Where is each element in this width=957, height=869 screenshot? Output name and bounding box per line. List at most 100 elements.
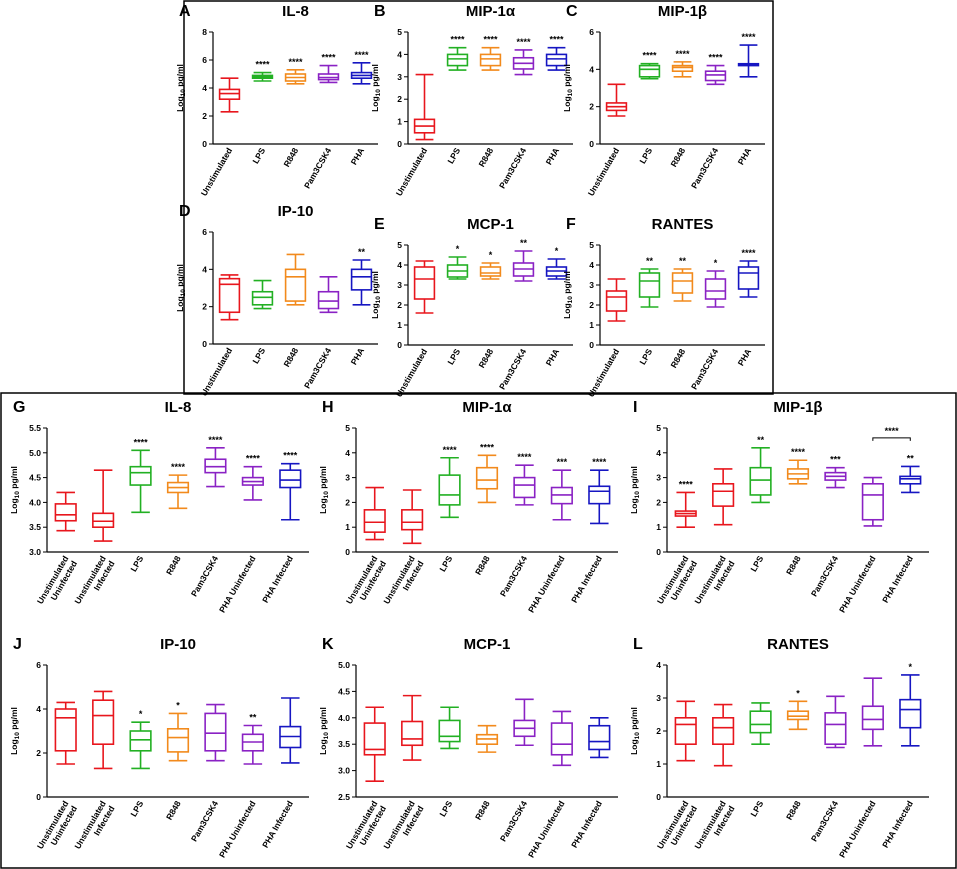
- y-tick-label: 3: [397, 72, 402, 82]
- box-iqr: [479, 266, 502, 277]
- box-r848: [479, 262, 502, 280]
- box-pam3csk4: [704, 270, 727, 308]
- x-tick-label: UnstimulatedInfected: [692, 554, 736, 611]
- x-tick-label: PHA Infected: [260, 554, 295, 605]
- significance-label: ****: [741, 32, 756, 42]
- y-tick-label: 3: [656, 693, 661, 703]
- x-tick-label: PHA Uninfected: [837, 799, 878, 859]
- box-pam3csk4: [204, 447, 227, 488]
- y-axis-label: Log10 pg/ml: [562, 64, 574, 112]
- significance-label: ****: [480, 442, 495, 452]
- box-pha: [350, 61, 373, 85]
- significance-label: ****: [517, 452, 532, 462]
- x-tick-label: PHA: [736, 347, 754, 368]
- x-tick-label: PHA: [736, 146, 754, 167]
- significance-label: ****: [741, 248, 756, 258]
- panel-letter: K: [322, 636, 334, 653]
- panel-title: MIP-1α: [462, 399, 512, 416]
- box-pha: [737, 260, 760, 298]
- box-unstimulated-infected: [92, 690, 115, 770]
- box-iqr: [749, 710, 772, 734]
- x-tick-label: R848: [473, 554, 492, 577]
- y-tick-label: 3.0: [338, 766, 350, 776]
- y-tick-label: 4: [397, 260, 402, 270]
- x-tick-label: PHA: [349, 346, 367, 367]
- x-tick-label: Pam3CSK4: [498, 799, 529, 844]
- significance-label: ****: [549, 35, 564, 45]
- box-iqr: [218, 277, 241, 314]
- x-tick-label: Pam3CSK4: [302, 346, 333, 391]
- box-iqr: [737, 266, 760, 290]
- y-tick-label: 2: [202, 111, 207, 121]
- box-pha-uninfected: [550, 469, 573, 521]
- x-tick-label: UnstimulatedUninfected: [344, 799, 388, 856]
- y-tick-label: 1: [397, 320, 402, 330]
- y-tick-label: 1: [345, 522, 350, 532]
- box-iqr: [363, 509, 386, 533]
- box-iqr: [438, 719, 461, 743]
- comparison-bracket: [872, 437, 911, 441]
- box-pam3csk4: [512, 250, 535, 282]
- x-tick-label: UnstimulatedInfected: [381, 554, 425, 611]
- y-tick-label: 1: [589, 320, 594, 330]
- box-lps: [638, 268, 661, 308]
- box-iqr: [54, 503, 77, 522]
- y-tick-label: 0: [589, 139, 594, 149]
- significance-label: ****: [171, 462, 186, 472]
- significance-label: **: [249, 713, 257, 723]
- significance-label: **: [520, 238, 528, 248]
- box-iqr: [712, 482, 735, 507]
- box-iqr: [204, 712, 227, 752]
- box-iqr: [317, 290, 340, 310]
- box-iqr: [704, 278, 727, 300]
- x-tick-label: LPS: [437, 554, 454, 574]
- x-tick-label: UnstimulatedUninfected: [35, 799, 79, 856]
- x-tick-label: Unstimulated: [586, 347, 622, 399]
- significance-label: ****: [450, 35, 465, 45]
- panel-letter: D: [179, 203, 191, 220]
- y-tick-label: 5: [656, 423, 661, 433]
- box-unstimulated: [413, 260, 436, 314]
- y-tick-label: 4: [202, 83, 207, 93]
- x-tick-label: PHA Uninfected: [526, 799, 567, 859]
- box-iqr: [92, 512, 115, 529]
- x-tick-label: R848: [476, 347, 495, 370]
- significance-label: **: [907, 453, 915, 463]
- x-tick-label: Unstimulated: [586, 146, 622, 198]
- y-tick-label: 5: [589, 240, 594, 250]
- box-r848: [479, 46, 502, 71]
- y-tick-label: 0: [656, 792, 661, 802]
- box-unstimulated-uninfected: [54, 491, 77, 532]
- box-r848: [284, 69, 307, 85]
- x-tick-label: Pam3CSK4: [498, 554, 529, 599]
- box-unstimulated-uninfected: [363, 486, 386, 541]
- significance-label: **: [679, 256, 687, 266]
- box-unstimulated-infected: [92, 469, 115, 542]
- y-tick-label: 6: [202, 227, 207, 237]
- y-tick-label: 2: [397, 94, 402, 104]
- box-iqr: [413, 266, 436, 300]
- box-unstimulated-uninfected: [674, 491, 697, 529]
- y-tick-label: 2: [656, 726, 661, 736]
- x-tick-label: R848: [164, 799, 183, 822]
- box-r848: [786, 459, 810, 485]
- y-tick-label: 4: [589, 64, 594, 74]
- box-unstimulated-infected: [401, 694, 424, 761]
- panel-letter: E: [374, 216, 385, 233]
- box-unstimulated: [605, 278, 628, 322]
- panel-title: IP-10: [278, 203, 314, 220]
- y-tick-label: 4.0: [29, 497, 41, 507]
- panel-letter: H: [322, 399, 334, 416]
- box-iqr: [438, 474, 461, 506]
- panel-title: RANTES: [652, 216, 714, 233]
- box-pha-uninfected: [861, 677, 884, 747]
- box-iqr: [363, 722, 386, 756]
- x-tick-label: R848: [668, 146, 687, 169]
- y-tick-label: 0: [397, 340, 402, 350]
- box-iqr: [899, 698, 922, 729]
- y-tick-label: 4: [397, 49, 402, 59]
